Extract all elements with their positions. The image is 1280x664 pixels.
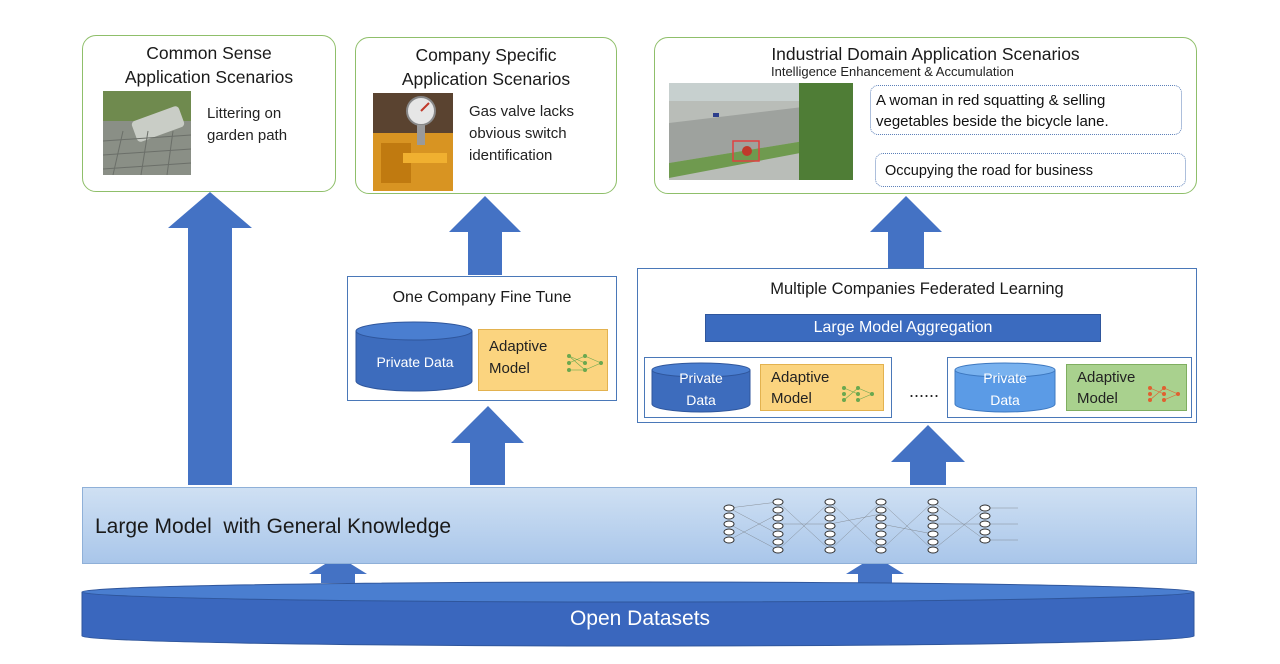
- company-specific-desc-3: identification: [469, 147, 553, 164]
- company-b-private-data-cylinder: [954, 362, 1056, 413]
- common-sense-desc-2: garden path: [207, 127, 288, 144]
- company-a-private-data-cylinder: [651, 362, 751, 413]
- conclusion-text: Occupying the road for business: [885, 163, 1093, 179]
- company-specific-title-1: Company Specific: [415, 45, 557, 65]
- aggregation-bar: Large Model Aggregation: [705, 314, 1101, 342]
- industrial-subtitle: Intelligence Enhancement & Accumulation: [771, 64, 1014, 79]
- company-specific-panel: Company Specific Application Scenarios G…: [355, 37, 617, 194]
- company-b-adaptive-model: Adaptive Model: [1066, 364, 1187, 411]
- fine-tune-adaptive-line-1: Adaptive: [489, 338, 548, 355]
- ellipsis: ......: [909, 381, 940, 401]
- company-specific-title-2: Application Scenarios: [401, 69, 571, 89]
- arrow-finetune-to-company: [449, 196, 521, 275]
- arrow-model-to-federated: [891, 425, 965, 485]
- observation-box: A woman in red squatting & selling veget…: [870, 85, 1182, 135]
- company-specific-desc-1: Gas valve lacks: [469, 103, 575, 120]
- neural-net-icon: [842, 386, 874, 402]
- company-a-private-label-2: Data: [686, 392, 716, 408]
- open-datasets-label: Open Datasets: [569, 607, 711, 630]
- arrow-datasets-to-model-left: [309, 556, 367, 583]
- large-model-label: Large Model with General Knowledge: [95, 515, 452, 538]
- gas-valve-photo: [373, 93, 453, 191]
- federated-panel: Multiple Companies Federated Learning La…: [637, 268, 1197, 423]
- fine-tune-panel: One Company Fine Tune Private Data Adapt…: [347, 276, 617, 401]
- neural-network-graphic: [723, 498, 1018, 554]
- fine-tune-adaptive-line-2: Model: [489, 360, 530, 377]
- company-b-adaptive-line-1: Adaptive: [1077, 369, 1136, 386]
- common-sense-desc-1: Littering on: [207, 105, 282, 122]
- common-sense-title-2: Application Scenarios: [124, 67, 294, 87]
- fine-tune-private-data-label: Private Data: [376, 354, 454, 370]
- company-a-box: Private Data Adaptive Model: [644, 357, 892, 418]
- common-sense-panel: Common Sense Application Scenarios Litte…: [82, 35, 336, 192]
- company-specific-desc-2: obvious switch: [469, 125, 567, 142]
- company-b-box: Private Data Adaptive Model: [947, 357, 1192, 418]
- company-b-private-label-2: Data: [990, 392, 1020, 408]
- aggregation-label: Large Model Aggregation: [813, 319, 993, 336]
- company-a-adaptive-line-1: Adaptive: [771, 369, 830, 386]
- arrow-datasets-to-model-right: [846, 556, 904, 583]
- federated-title: Multiple Companies Federated Learning: [770, 280, 1064, 298]
- littering-photo: [103, 91, 191, 175]
- company-a-adaptive-line-2: Model: [771, 390, 812, 407]
- industrial-panel: Industrial Domain Application Scenarios …: [654, 37, 1197, 194]
- industrial-title: Industrial Domain Application Scenarios: [771, 44, 1080, 64]
- observation-line-2: vegetables beside the bicycle lane.: [876, 113, 1109, 130]
- arrow-model-to-finetune: [451, 406, 524, 485]
- large-model-bar: Large Model with General Knowledge: [82, 487, 1197, 564]
- fine-tune-adaptive-model: Adaptive Model: [478, 329, 608, 391]
- conclusion-box: Occupying the road for business: [875, 153, 1186, 187]
- arrow-federated-to-industrial: [870, 196, 942, 268]
- company-a-adaptive-model: Adaptive Model: [760, 364, 884, 411]
- common-sense-title-1: Common Sense: [146, 43, 272, 63]
- neural-net-icon: [1148, 386, 1180, 402]
- fine-tune-title: One Company Fine Tune: [392, 289, 572, 306]
- private-data-cylinder: [355, 321, 473, 392]
- street-scene-photo: [669, 83, 853, 180]
- open-datasets-cylinder: [81, 581, 1195, 647]
- company-a-private-label-1: Private: [679, 370, 723, 386]
- neural-net-icon: [567, 354, 603, 372]
- observation-line-1: A woman in red squatting & selling: [876, 92, 1106, 109]
- company-b-adaptive-line-2: Model: [1077, 390, 1118, 407]
- arrow-to-common-sense: [168, 192, 252, 485]
- company-b-private-label-1: Private: [983, 370, 1027, 386]
